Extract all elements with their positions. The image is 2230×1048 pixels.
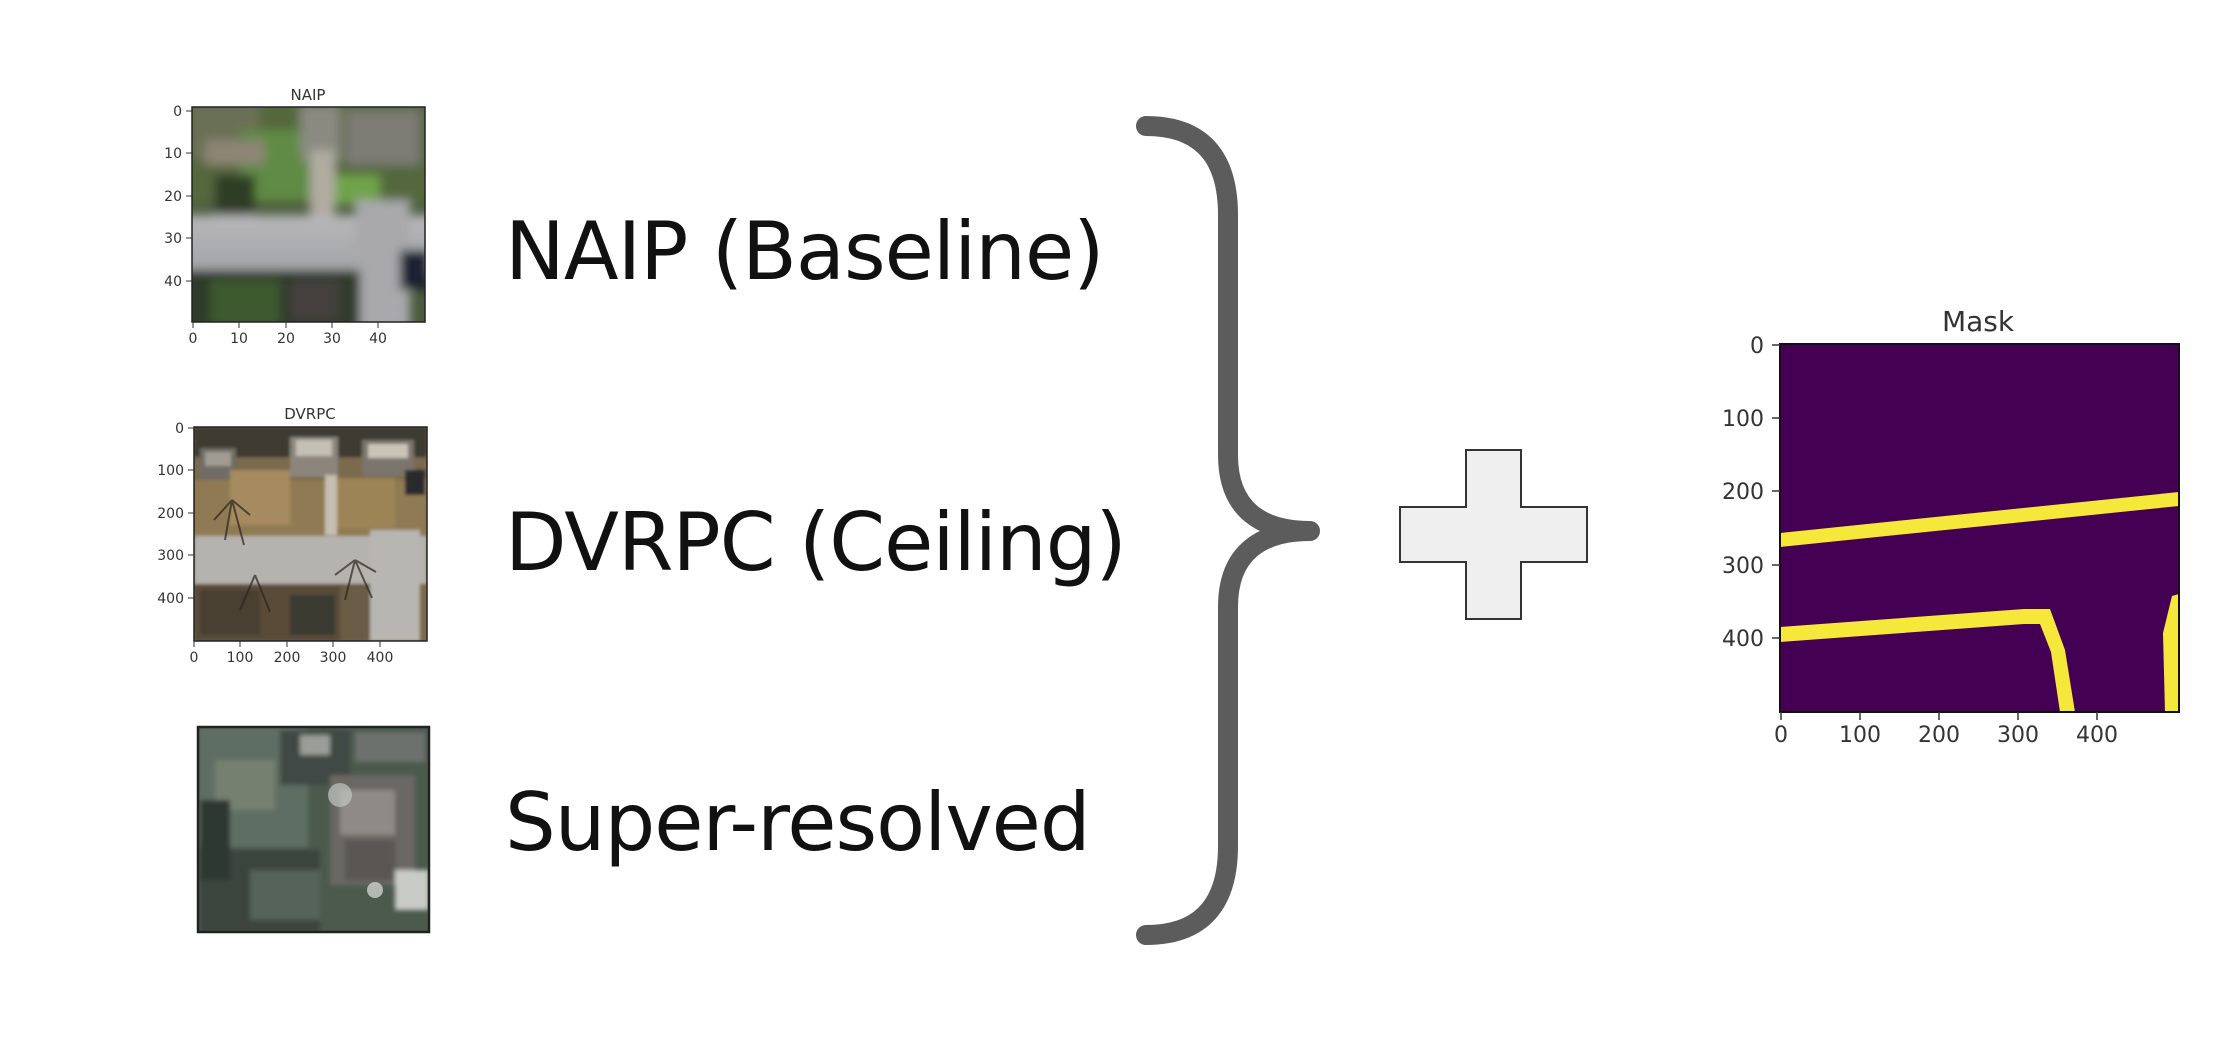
dvrpc-xtick-200: 200 <box>274 650 301 666</box>
mask-ytick-200: 200 <box>1722 480 1764 505</box>
mask-xtick-400: 400 <box>2076 723 2118 748</box>
naip-xtick-40: 40 <box>369 331 387 347</box>
dvrpc-xtick-400: 400 <box>367 650 394 666</box>
mask-ytick-100: 100 <box>1722 407 1764 432</box>
dvrpc-ytick-400: 400 <box>157 591 184 607</box>
dvrpc-panel: DVRPC <box>157 405 428 666</box>
mask-image <box>1780 344 2179 712</box>
super-resolved-panel <box>196 725 431 934</box>
mask-xtick-300: 300 <box>1997 723 2039 748</box>
super-resolved-image <box>198 727 429 932</box>
mask-xtick-200: 200 <box>1918 723 1960 748</box>
naip-xtick-20: 20 <box>277 331 295 347</box>
dvrpc-image <box>194 427 427 641</box>
naip-ytick-10: 10 <box>164 146 182 162</box>
naip-baseline-label: NAIP (Baseline) <box>505 205 1104 298</box>
naip-title: NAIP <box>291 86 326 104</box>
mask-panel: Mask 0 100 200 300 400 <box>1722 305 2180 748</box>
naip-image <box>192 107 425 322</box>
dvrpc-xtick-0: 0 <box>190 650 199 666</box>
mask-ytick-400: 400 <box>1722 627 1764 652</box>
naip-xtick-30: 30 <box>323 331 341 347</box>
mask-xtick-100: 100 <box>1839 723 1881 748</box>
dvrpc-ceiling-label: DVRPC (Ceiling) <box>505 496 1127 589</box>
dvrpc-ytick-300: 300 <box>157 548 184 564</box>
naip-panel: NAIP <box>164 86 426 347</box>
dvrpc-title: DVRPC <box>284 405 336 423</box>
naip-ytick-40: 40 <box>164 274 182 290</box>
mask-ytick-300: 300 <box>1722 554 1764 579</box>
dvrpc-xtick-300: 300 <box>320 650 347 666</box>
dvrpc-ytick-200: 200 <box>157 506 184 522</box>
super-resolved-label: Super-resolved <box>505 776 1091 869</box>
plus-sign <box>1399 449 1588 620</box>
right-curly-brace <box>1136 116 1320 945</box>
dvrpc-ytick-0: 0 <box>175 421 184 437</box>
mask-xtick-0: 0 <box>1774 723 1788 748</box>
naip-ytick-20: 20 <box>164 189 182 205</box>
dvrpc-ytick-100: 100 <box>157 463 184 479</box>
naip-xtick-0: 0 <box>189 331 198 347</box>
mask-title: Mask <box>1942 305 2015 338</box>
naip-ytick-0: 0 <box>173 104 182 120</box>
naip-ytick-30: 30 <box>164 231 182 247</box>
dvrpc-xtick-100: 100 <box>227 650 254 666</box>
naip-xtick-10: 10 <box>230 331 248 347</box>
mask-ytick-0: 0 <box>1750 334 1764 359</box>
